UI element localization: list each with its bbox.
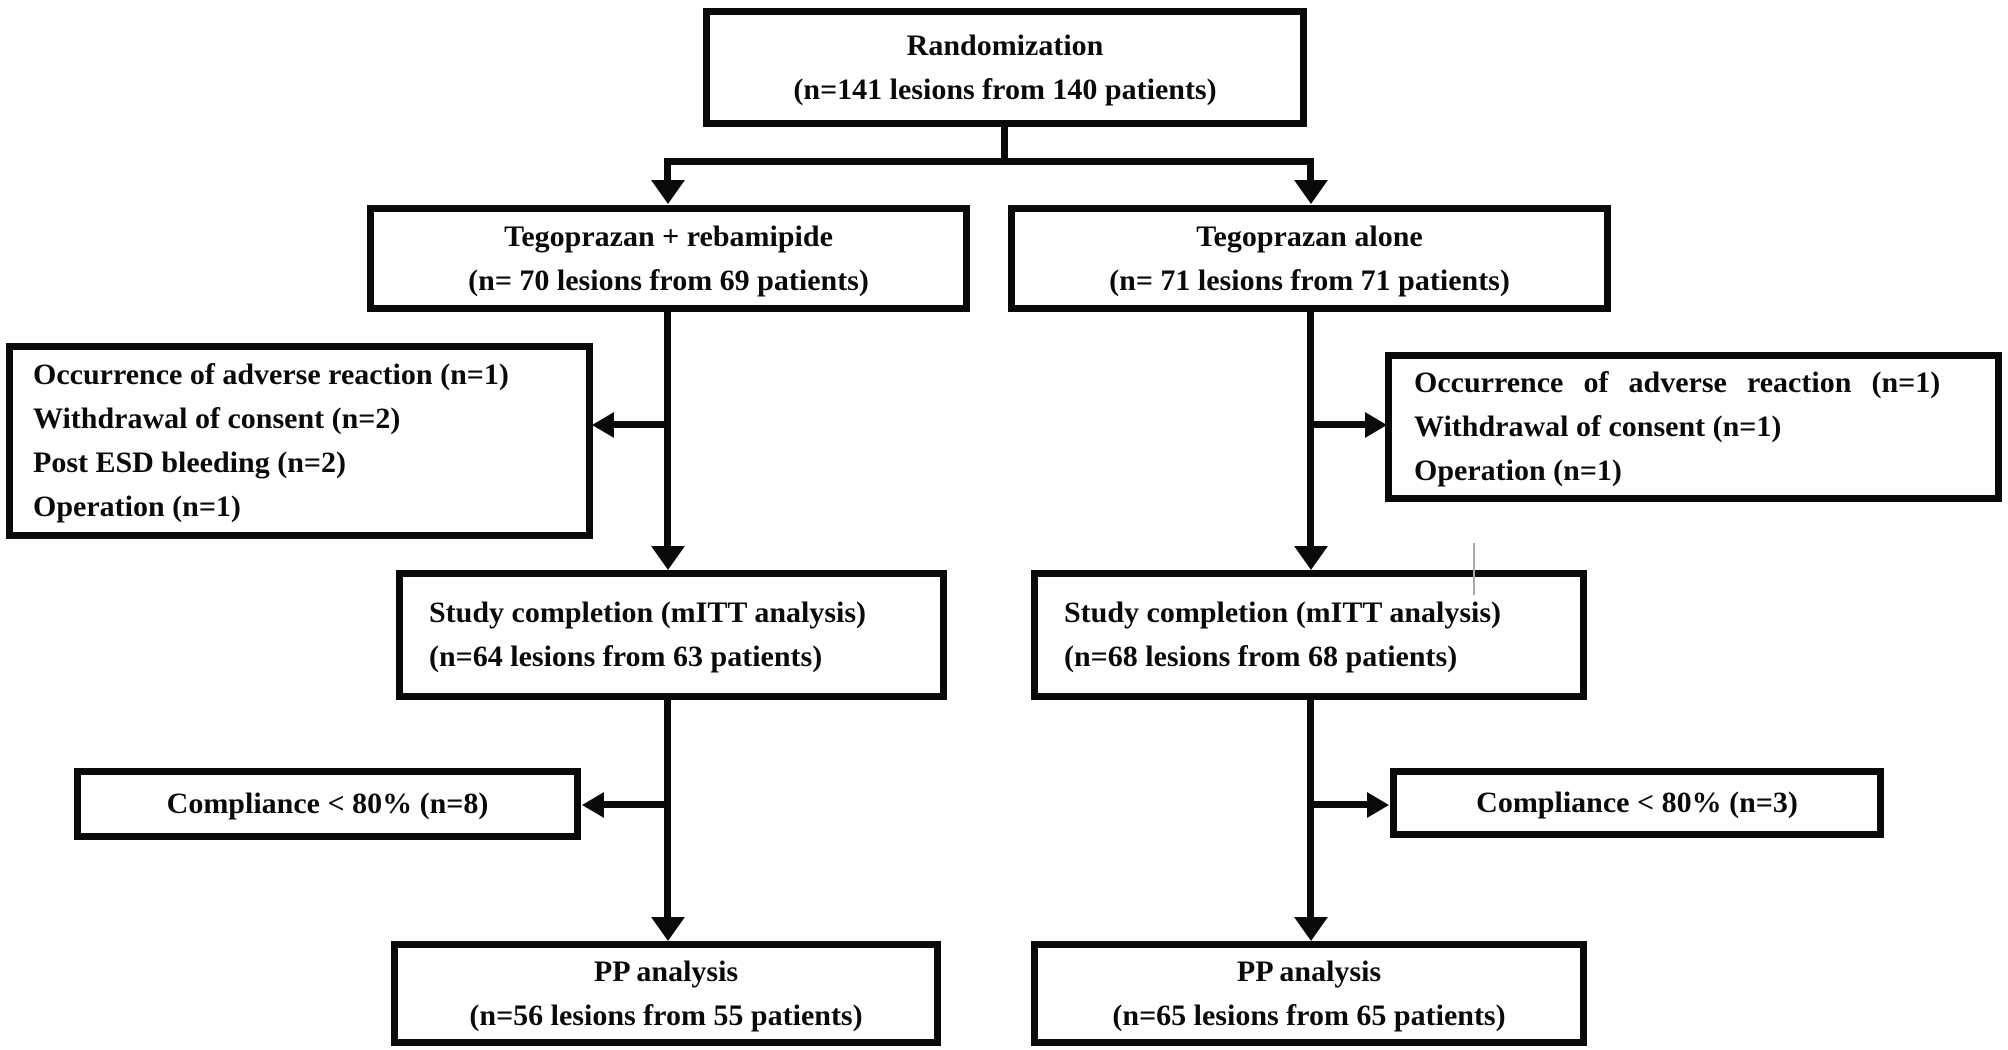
arm-right-title: Tegoprazan alone	[1196, 219, 1423, 253]
scan-artifact-line	[1473, 543, 1475, 595]
excluded-left-reason: Operation (n=1)	[33, 490, 241, 523]
compliance-left-text: Compliance < 80% (n=8)	[166, 787, 489, 820]
excluded-right-reason: Withdrawal of consent (n=1)	[1414, 410, 1782, 443]
randomization-box: Randomization (n=141 lesions from 140 pa…	[703, 8, 1307, 127]
arrowhead-to-pp-left	[651, 917, 685, 941]
compliance-right-box: Compliance < 80% (n=3)	[1390, 768, 1884, 838]
randomization-count: (n=141 lesions from 140 patients)	[793, 72, 1217, 106]
pp-right-count: (n=65 lesions from 65 patients)	[1112, 998, 1506, 1032]
mitt-right-count: (n=68 lesions from 68 patients)	[1064, 640, 1458, 673]
excluded-right-box: Occurrence of adverse reaction (n=1) Wit…	[1385, 352, 2002, 502]
pp-analysis-left-box: PP analysis (n=56 lesions from 55 patien…	[391, 941, 941, 1046]
pp-analysis-right-box: PP analysis (n=65 lesions from 65 patien…	[1031, 941, 1587, 1046]
arm-tegoprazan-rebamipide-box: Tegoprazan + rebamipide (n= 70 lesions f…	[367, 205, 970, 312]
excluded-right-reason: Occurrence of adverse reaction (n=1)	[1414, 366, 1941, 399]
connector-split-line	[664, 158, 1314, 165]
mitt-right-box: Study completion (mITT analysis) (n=68 l…	[1031, 570, 1587, 700]
connector-to-excluded-right	[1307, 421, 1367, 428]
excluded-left-reason: Withdrawal of consent (n=2)	[33, 402, 401, 435]
arrowhead-to-mitt-right	[1294, 546, 1328, 570]
arrowhead-to-compliance-left	[582, 792, 604, 818]
connector-stem-arm-right	[1307, 158, 1314, 182]
pp-right-title: PP analysis	[1236, 954, 1382, 988]
pp-left-count: (n=56 lesions from 55 patients)	[469, 998, 863, 1032]
arrowhead-to-arm-right	[1294, 180, 1328, 204]
excluded-right-reason: Operation (n=1)	[1414, 454, 1622, 487]
arm-left-count: (n= 70 lesions from 69 patients)	[468, 263, 869, 297]
excluded-left-reason: Post ESD bleeding (n=2)	[33, 446, 346, 479]
compliance-right-text: Compliance < 80% (n=3)	[1476, 786, 1798, 819]
mitt-left-box: Study completion (mITT analysis) (n=64 l…	[396, 570, 947, 700]
randomization-title: Randomization	[906, 28, 1104, 62]
arm-right-count: (n= 71 lesions from 71 patients)	[1109, 263, 1510, 297]
arrowhead-to-mitt-left	[651, 546, 685, 570]
excluded-left-reason: Occurrence of adverse reaction (n=1)	[33, 358, 509, 391]
connector-to-compliance-left	[600, 801, 671, 808]
connector-to-compliance-right	[1307, 801, 1369, 808]
arrowhead-to-excluded-right	[1365, 412, 1387, 438]
connector-randomization-stub	[1001, 122, 1008, 165]
excluded-left-box: Occurrence of adverse reaction (n=1) Wit…	[6, 343, 593, 539]
mitt-left-title: Study completion (mITT analysis)	[429, 596, 867, 629]
connector-stem-arm-left	[664, 158, 671, 182]
arrowhead-to-pp-right	[1294, 917, 1328, 941]
connector-to-excluded-left	[610, 421, 671, 428]
mitt-left-count: (n=64 lesions from 63 patients)	[429, 640, 823, 673]
connector-mitt-left-to-pp	[664, 695, 671, 923]
arrowhead-to-compliance-right	[1367, 792, 1389, 818]
compliance-left-box: Compliance < 80% (n=8)	[74, 768, 581, 840]
arrowhead-to-excluded-left	[592, 412, 614, 438]
pp-left-title: PP analysis	[593, 954, 739, 988]
mitt-right-title: Study completion (mITT analysis)	[1064, 596, 1502, 629]
arm-tegoprazan-alone-box: Tegoprazan alone (n= 71 lesions from 71 …	[1008, 205, 1611, 312]
arrowhead-to-arm-left	[651, 180, 685, 204]
arm-left-title: Tegoprazan + rebamipide	[504, 219, 833, 253]
connector-mitt-right-to-pp	[1307, 695, 1314, 923]
